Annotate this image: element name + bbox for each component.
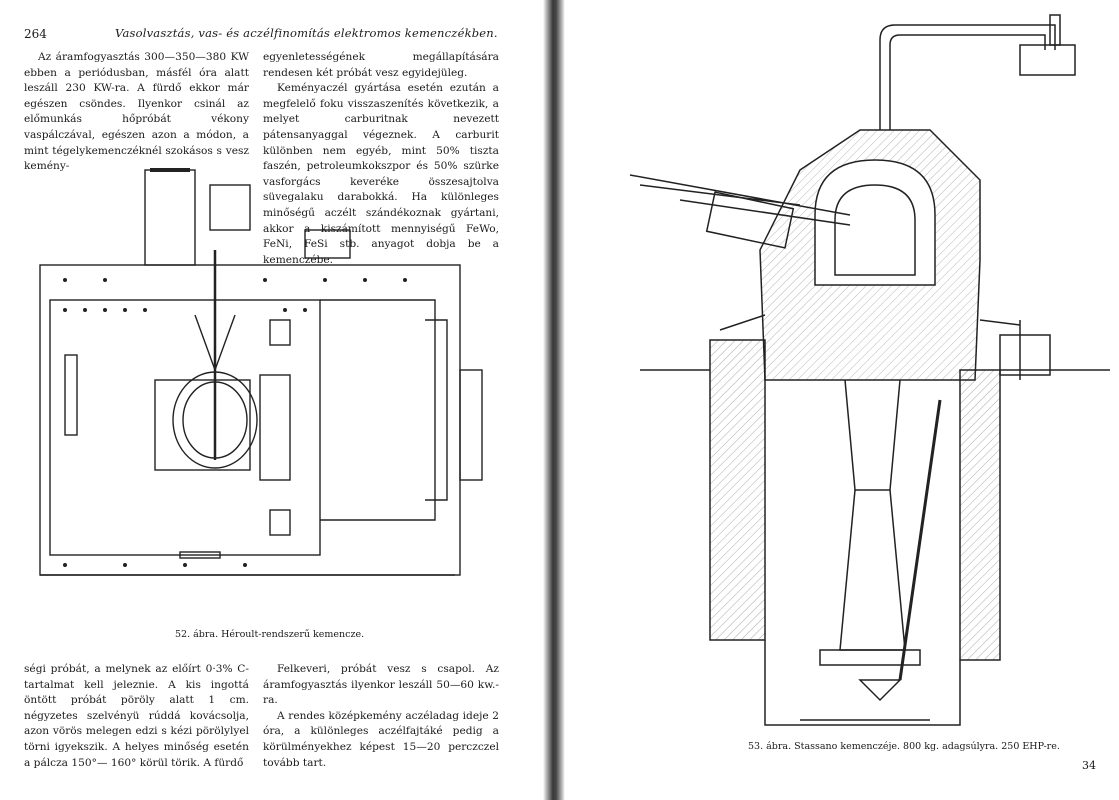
running-head: Vasolvasztás, vas- és aczélfinomítás ele…	[115, 26, 498, 40]
paragraph: Az áramfogyasztás 300—350—380 KW ebben a…	[24, 51, 249, 173]
figure-caption-52: 52. ábra. Héroult-rendszerű kemencze.	[175, 629, 365, 640]
paragraph: A rendes középkemény aczéladag ideje 2 ó…	[263, 709, 499, 769]
text-column-top-left: Az áramfogyasztás 300—350—380 KW ebben a…	[24, 50, 249, 175]
figure-caption-53: 53. ábra. Stassano kemenczéje. 800 kg. a…	[748, 741, 1060, 752]
paragraph: Keményaczél gyártása esetén ezután a meg…	[263, 82, 499, 266]
paragraph: egyenletességének megállapítására rendes…	[263, 51, 499, 79]
page-number-left: 264	[24, 27, 47, 41]
book-gutter	[543, 0, 565, 800]
figure-heroult-furnace	[39, 168, 483, 576]
signature-mark: 34	[1082, 759, 1096, 772]
text-column-top-right: egyenletességének megállapítására rendes…	[263, 50, 499, 268]
figure-stassano-furnace	[629, 14, 1110, 726]
text-column-bottom-left: ségi próbát, a melynek az előírt 0·3% C-…	[24, 662, 249, 771]
paragraph: ségi próbát, a melynek az előírt 0·3% C-…	[24, 663, 249, 769]
paragraph: Felkeveri, próbát vesz s csapol. Az áram…	[263, 663, 499, 707]
text-column-bottom-right: Felkeveri, próbát vesz s csapol. Az áram…	[263, 662, 499, 771]
